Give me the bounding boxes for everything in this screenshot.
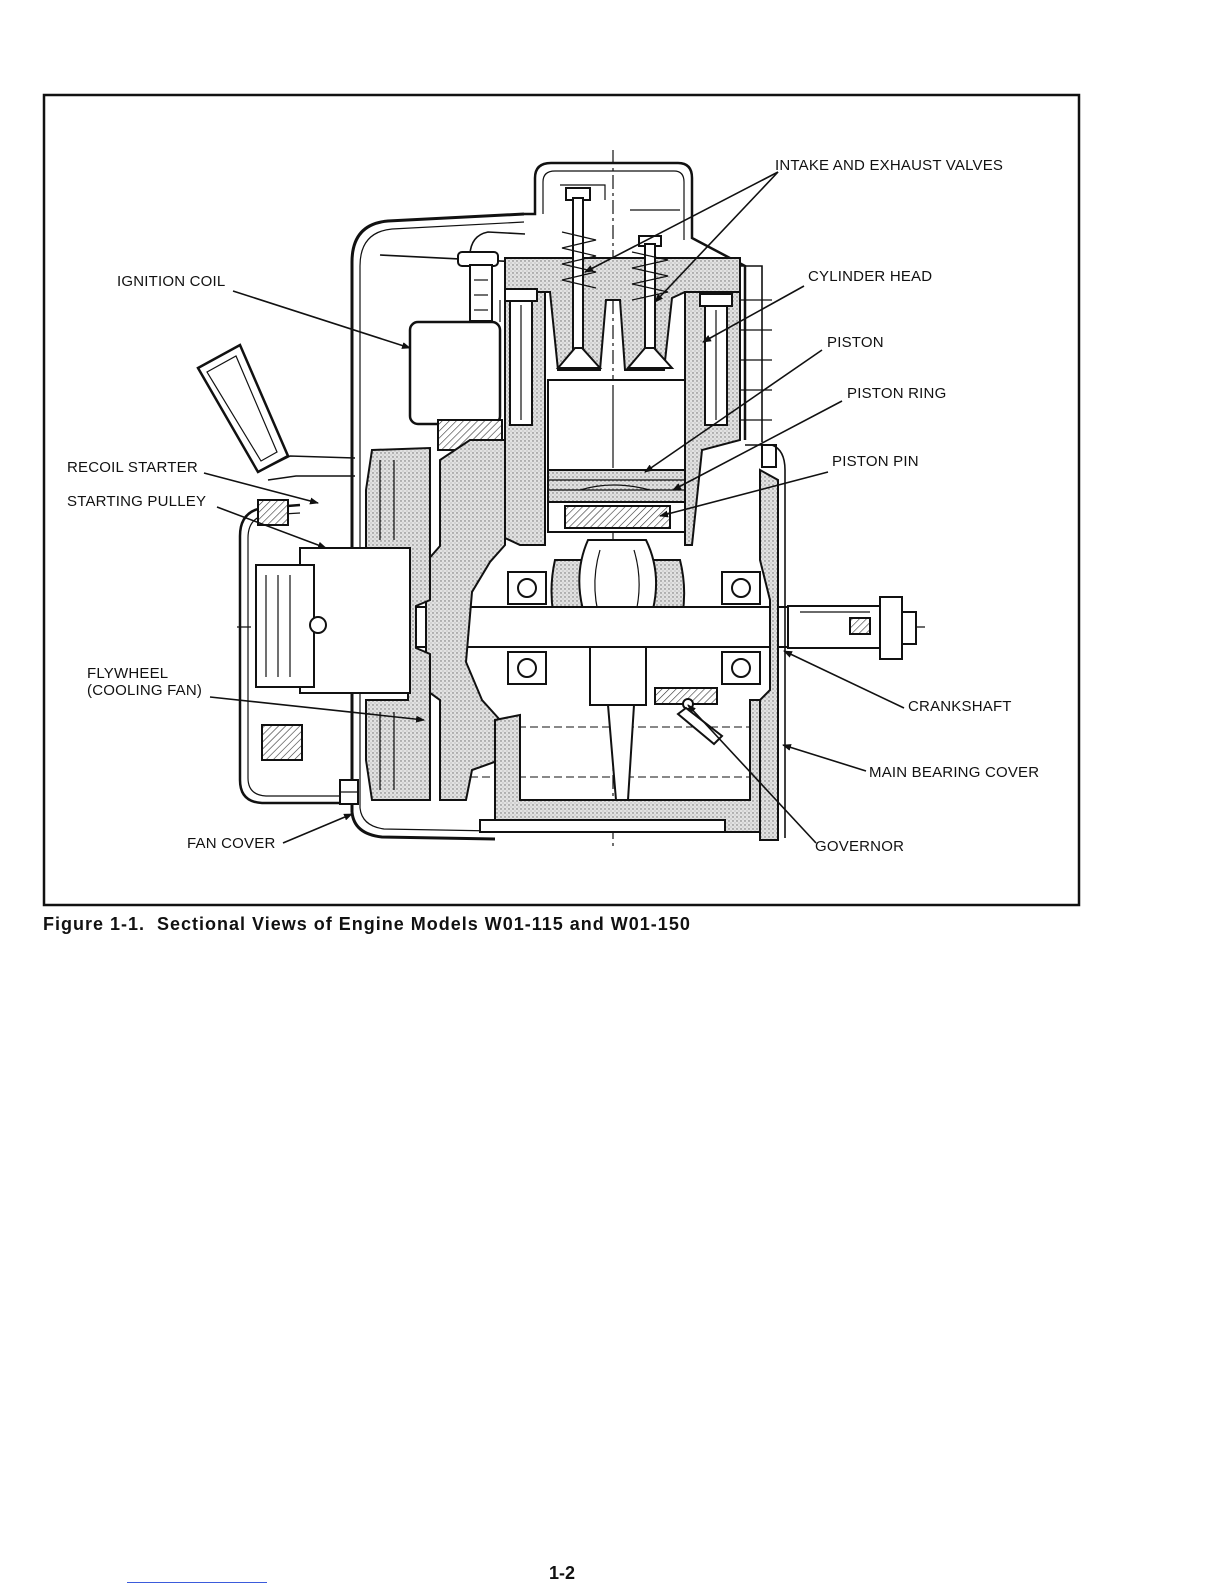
scan-line-artifact [127, 1582, 267, 1583]
page-number: 1-2 [549, 1563, 575, 1583]
figure-caption: Figure 1-1. Sectional Views of Engine Mo… [43, 913, 691, 935]
head-bolt-right [700, 294, 732, 425]
leader-line-ignition-coil [233, 291, 410, 348]
label-intake-exhaust-valves: INTAKE AND EXHAUST VALVES [775, 157, 1003, 174]
label-piston-ring: PISTON RING [847, 385, 946, 402]
head-bolt-left [505, 289, 537, 425]
ignition-coil [410, 300, 502, 450]
leader-line-main-bearing-cover [783, 745, 866, 771]
leader-line-recoil-starter [204, 473, 318, 503]
label-piston-pin: PISTON PIN [832, 453, 919, 470]
label-fan-cover: FAN COVER [187, 835, 275, 852]
leader-line-fan-cover [283, 814, 352, 843]
label-governor: GOVERNOR [815, 838, 904, 855]
label-piston: PISTON [827, 334, 884, 351]
label-cylinder-head: CYLINDER HEAD [808, 268, 932, 285]
label-main-bearing-cover: MAIN BEARING COVER [869, 764, 1039, 781]
piston-ring [548, 470, 685, 502]
label-cooling-fan: (COOLING FAN) [87, 682, 202, 699]
label-crankshaft: CRANKSHAFT [908, 698, 1012, 715]
piston-pin [565, 506, 670, 528]
crankshaft-bolt [880, 597, 902, 659]
starter-handle [198, 345, 355, 480]
label-recoil-starter: RECOIL STARTER [67, 459, 198, 476]
crankcase-drain-bolt [762, 445, 776, 467]
piston [548, 380, 685, 532]
connecting-rod [551, 540, 684, 800]
label-starting-pulley: STARTING PULLEY [67, 493, 206, 510]
governor [655, 688, 722, 744]
fan-cover-bolt [340, 780, 358, 804]
label-ignition-coil: IGNITION COIL [117, 273, 225, 290]
label-flywheel: FLYWHEEL [87, 665, 168, 682]
